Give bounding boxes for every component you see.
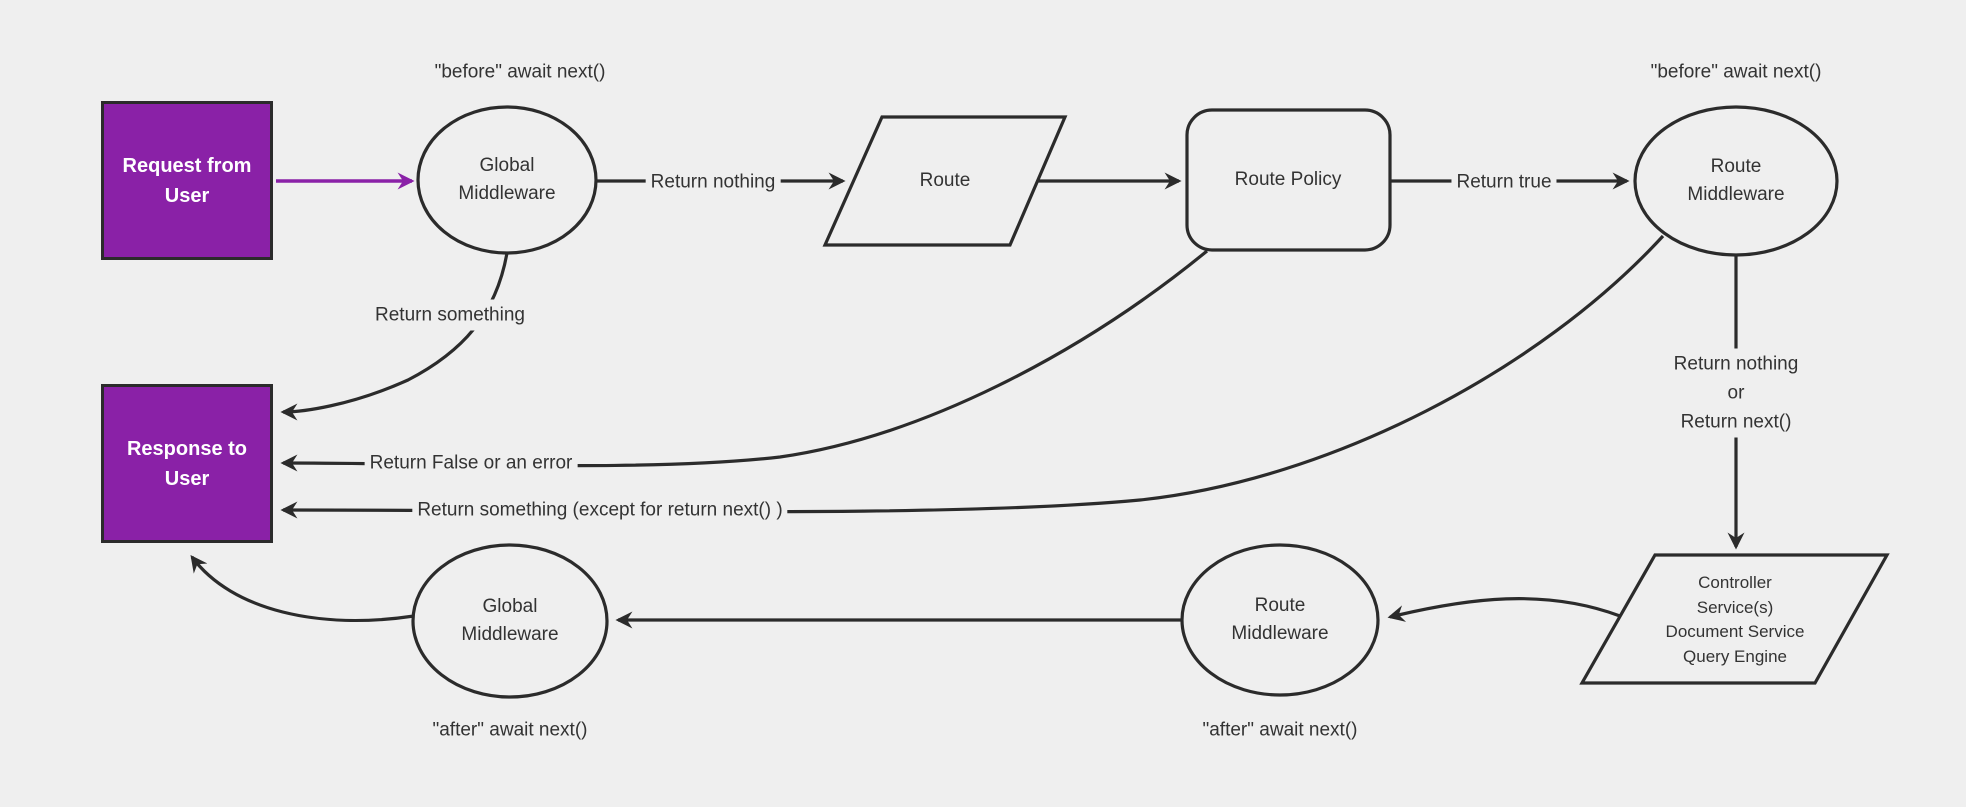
route-middleware-bottom-label: Route Middleware: [1231, 592, 1328, 648]
after-await-next-left-label: "after" await next(): [432, 719, 588, 741]
route-middleware-bottom-label-line1: Route: [1254, 595, 1306, 616]
route-middleware-bottom-label-line2: Middleware: [1231, 623, 1329, 644]
request-from-user-label-line2: User: [164, 184, 210, 207]
global-middleware-top-label: Global Middleware: [458, 152, 555, 208]
return-nothing-or-next-label-line1: Return nothing: [1673, 353, 1799, 375]
response-to-user-node: Response to User: [101, 384, 273, 543]
response-to-user-label-line2: User: [164, 467, 210, 490]
return-false-or-error-label: Return False or an error: [364, 447, 578, 479]
global-middleware-bottom-label-line1: Global: [482, 596, 538, 617]
global-middleware-top-label-line2: Middleware: [458, 183, 556, 204]
global-middleware-bottom-label: Global Middleware: [461, 593, 558, 649]
return-nothing-or-next-label-line2: or: [1727, 382, 1745, 404]
edge-global-middleware-to-response-return-something: [280, 252, 509, 421]
return-something-except-label: Return something (except for return next…: [412, 494, 788, 526]
controller-label-line3: Document Service: [1665, 622, 1805, 641]
response-to-user-label-line1: Response to: [126, 437, 248, 460]
before-await-next-left-label: "before" await next(): [434, 61, 606, 83]
global-middleware-bottom-node: [411, 543, 609, 699]
controller-node: [1579, 553, 1890, 685]
route-node: [822, 115, 1068, 247]
edge-global-middleware-bottom-to-response: [190, 554, 415, 622]
route-middleware-top-label: Route Middleware: [1687, 153, 1784, 209]
after-await-next-right-label: "after" await next(): [1202, 719, 1358, 741]
global-middleware-bottom-label-line2: Middleware: [461, 624, 559, 645]
route-policy-label: Route Policy: [1234, 169, 1342, 190]
request-from-user-label-line1: Request from: [122, 154, 252, 177]
route-middleware-top-label-line1: Route: [1710, 156, 1762, 177]
controller-label-line2: Service(s): [1696, 597, 1774, 617]
controller-label: Controller Service(s) Document Service Q…: [1666, 571, 1805, 669]
controller-label-line1: Controller: [1698, 573, 1772, 592]
controller-label-line4: Query Engine: [1683, 646, 1787, 666]
request-from-user-node: Request from User: [101, 101, 273, 260]
return-true-label: Return true: [1451, 166, 1557, 198]
return-nothing-or-next-label: Return nothing or Return next(): [1668, 348, 1804, 438]
before-await-next-right-label: "before" await next(): [1650, 61, 1822, 83]
route-middleware-top-label-line2: Middleware: [1687, 184, 1785, 205]
edge-route-policy-to-response-return-false: [280, 249, 1209, 472]
edge-controller-to-route-middleware-bottom: [1387, 597, 1621, 622]
route-label: Route: [919, 170, 971, 191]
return-nothing-label: Return nothing: [645, 166, 781, 198]
return-nothing-or-next-label-line3: Return next(): [1680, 411, 1792, 433]
return-something-label: Return something: [370, 299, 530, 331]
global-middleware-top-label-line1: Global: [479, 155, 535, 176]
